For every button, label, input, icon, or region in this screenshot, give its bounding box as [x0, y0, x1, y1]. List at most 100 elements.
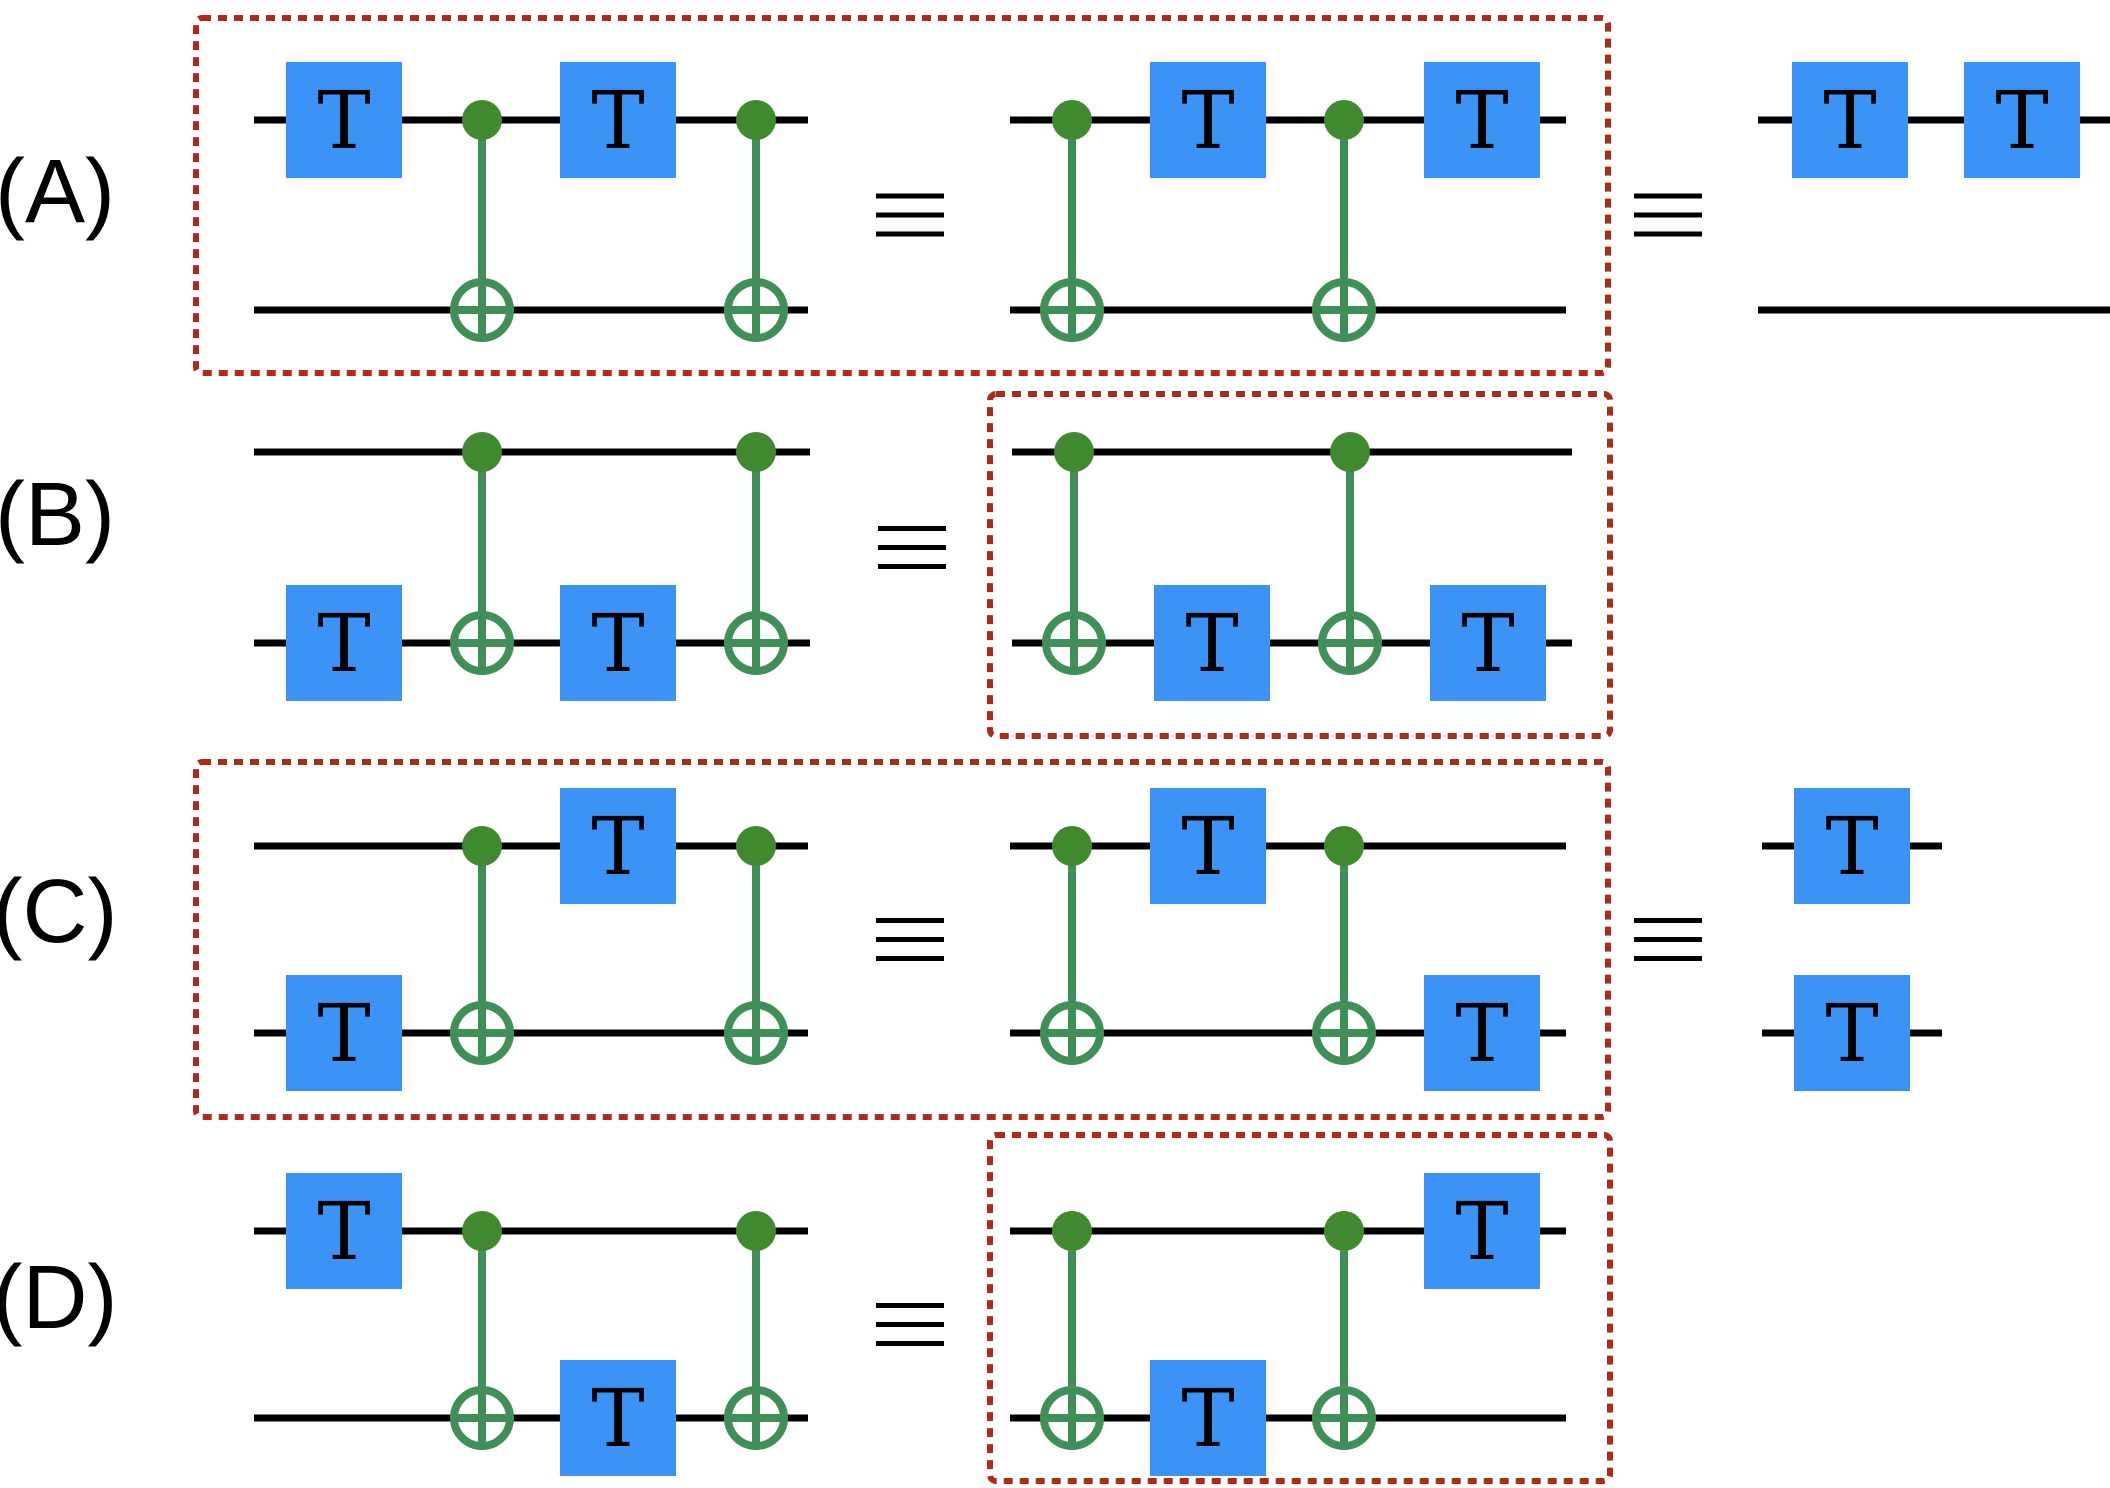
t-gate: T [286, 975, 402, 1091]
t-gate-box [1424, 975, 1540, 1091]
cnot-control-dot [462, 432, 502, 472]
t-gate-label: T [1825, 800, 1878, 893]
cnot-control-dot [736, 826, 776, 866]
cnot-gate [1312, 826, 1376, 1065]
equivalence-symbol [1634, 193, 1702, 237]
circuit: TT [1010, 1173, 1566, 1476]
t-gate-box [1430, 585, 1546, 701]
t-gate-box [1424, 1173, 1540, 1289]
t-gate: T [286, 62, 402, 178]
t-gate-label: T [1455, 1185, 1508, 1278]
t-gate-box [560, 1360, 676, 1476]
cnot-control-dot [736, 1211, 776, 1251]
t-gate-label: T [1181, 1372, 1234, 1465]
t-gate-box [560, 788, 676, 904]
cnot-control-dot [1052, 100, 1092, 140]
t-gate-box [1794, 975, 1910, 1091]
t-gate-label: T [1995, 74, 2048, 167]
t-gate-box [560, 585, 676, 701]
cnot-gate [450, 1211, 514, 1450]
t-gate: T [286, 585, 402, 701]
row-label: (A) [0, 142, 115, 242]
t-gate: T [1150, 788, 1266, 904]
cnot-control-dot [1324, 1211, 1364, 1251]
cnot-control-dot [1052, 826, 1092, 866]
row-label: (C) [0, 862, 117, 962]
t-gate: T [560, 585, 676, 701]
t-gate-box [1150, 62, 1266, 178]
t-gate-label: T [1461, 597, 1514, 690]
t-gate-box [286, 62, 402, 178]
t-gate: T [1424, 62, 1540, 178]
t-gate-label: T [1181, 74, 1234, 167]
circuit: TT [1762, 788, 1942, 1091]
t-gate: T [560, 62, 676, 178]
t-gate-label: T [1455, 987, 1508, 1080]
row-label: (D) [0, 1248, 117, 1348]
cnot-gate [1042, 432, 1106, 675]
cnot-control-dot [1054, 432, 1094, 472]
row-label: (B) [0, 465, 115, 565]
cnot-control-dot [736, 100, 776, 140]
t-gate-label: T [317, 1185, 370, 1278]
t-gate-label: T [1181, 800, 1234, 893]
t-gate: T [560, 788, 676, 904]
cnot-gate [450, 100, 514, 342]
t-gate: T [560, 1360, 676, 1476]
t-gate-label: T [591, 597, 644, 690]
t-gate: T [1424, 975, 1540, 1091]
highlight-box [987, 391, 1613, 739]
t-gate: T [1430, 585, 1546, 701]
cnot-gate [450, 432, 514, 675]
equivalence-symbol [876, 1303, 944, 1346]
t-gate-box [1794, 788, 1910, 904]
equivalence-symbol [878, 526, 946, 569]
cnot-gate [1312, 100, 1376, 342]
t-gate-label: T [317, 597, 370, 690]
cnot-control-dot [1324, 826, 1364, 866]
equivalence-symbol [1634, 918, 1702, 961]
t-gate-box [286, 585, 402, 701]
circuit: TT [254, 788, 808, 1091]
t-gate: T [1792, 62, 1908, 178]
cnot-control-dot [1324, 100, 1364, 140]
t-gate-box [286, 1173, 402, 1289]
cnot-control-dot [736, 432, 776, 472]
cnot-gate [1040, 100, 1104, 342]
equivalence-symbol [876, 918, 944, 961]
t-gate: T [1964, 62, 2080, 178]
t-gate-label: T [317, 74, 370, 167]
cnot-gate [1040, 826, 1104, 1065]
cnot-gate [724, 100, 788, 342]
t-gate-label: T [1455, 74, 1508, 167]
cnot-gate [1318, 432, 1382, 675]
t-gate: T [1150, 62, 1266, 178]
cnot-gate [724, 432, 788, 675]
t-gate-box [1150, 788, 1266, 904]
t-gate-box [560, 62, 676, 178]
t-gate: T [1150, 1360, 1266, 1476]
cnot-control-dot [462, 1211, 502, 1251]
t-gate-label: T [591, 800, 644, 893]
circuit: TT [1010, 788, 1566, 1091]
cnot-control-dot [462, 826, 502, 866]
cnot-gate [450, 826, 514, 1065]
t-gate-box [1964, 62, 2080, 178]
equivalence-symbol [876, 193, 944, 237]
t-gate-box [1424, 62, 1540, 178]
cnot-gate [1040, 1211, 1104, 1450]
t-gate-box [1150, 1360, 1266, 1476]
cnot-gate [1312, 1211, 1376, 1450]
t-gate: T [1424, 1173, 1540, 1289]
t-gate: T [286, 1173, 402, 1289]
t-gate-label: T [317, 987, 370, 1080]
